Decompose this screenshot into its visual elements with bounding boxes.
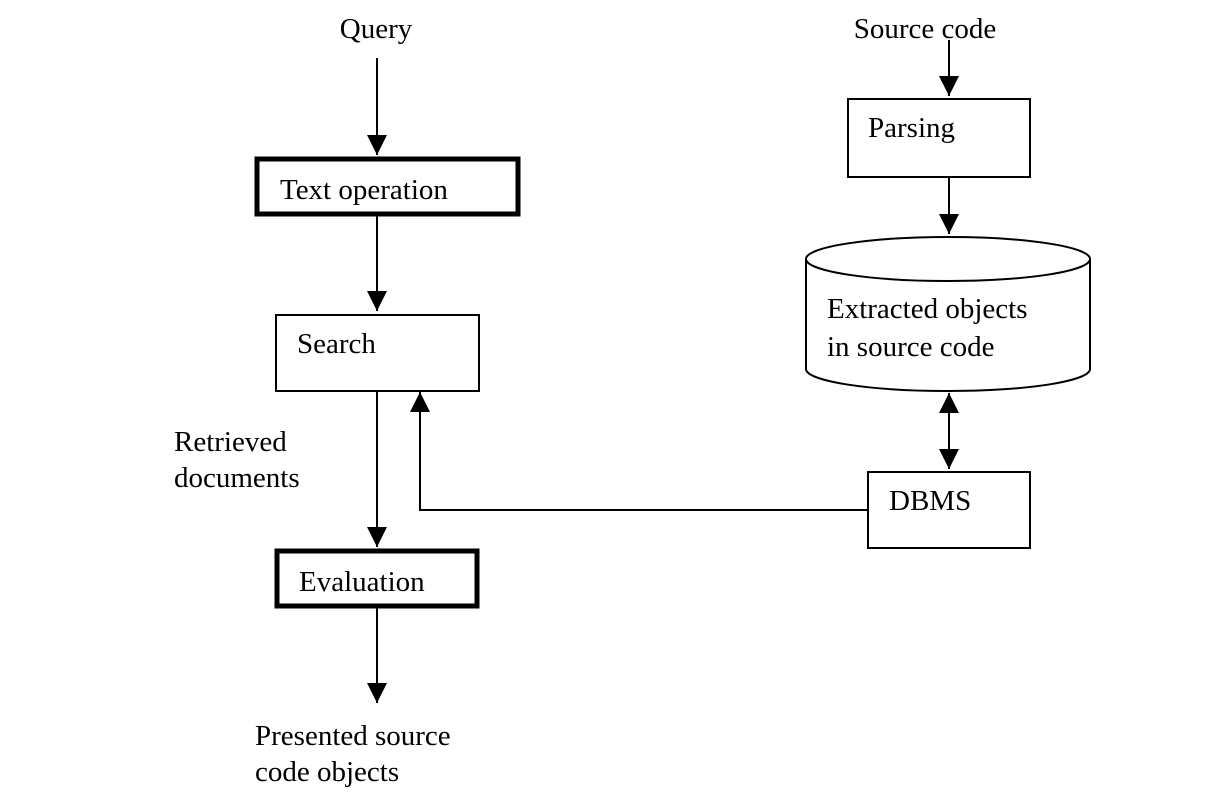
parsing-box: Parsing <box>847 98 1031 178</box>
retrieved-documents-label-line2: documents <box>174 462 300 494</box>
database-label-line1: Extracted objects <box>827 293 1028 325</box>
database-label-line2: in source code <box>827 331 995 363</box>
parsing-label: Parsing <box>868 112 955 144</box>
evaluation-label: Evaluation <box>299 566 425 598</box>
text-operation-box: Text operation <box>254 156 521 217</box>
dbms-label: DBMS <box>889 485 971 517</box>
source-code-label: Source code <box>854 13 997 45</box>
presented-objects-label-line1: Presented source <box>255 720 451 752</box>
evaluation-box: Evaluation <box>274 548 480 609</box>
extracted-objects-database: Extracted objects in source code <box>805 236 1091 392</box>
text-operation-label: Text operation <box>280 174 448 206</box>
presented-objects-label-line2: code objects <box>255 756 399 788</box>
search-box: Search <box>275 314 480 392</box>
search-label: Search <box>297 328 376 360</box>
query-label: Query <box>340 13 413 45</box>
dbms-box: DBMS <box>867 471 1031 549</box>
arrow-dbms-to-search <box>410 392 868 511</box>
retrieved-documents-label-line1: Retrieved <box>174 426 287 458</box>
